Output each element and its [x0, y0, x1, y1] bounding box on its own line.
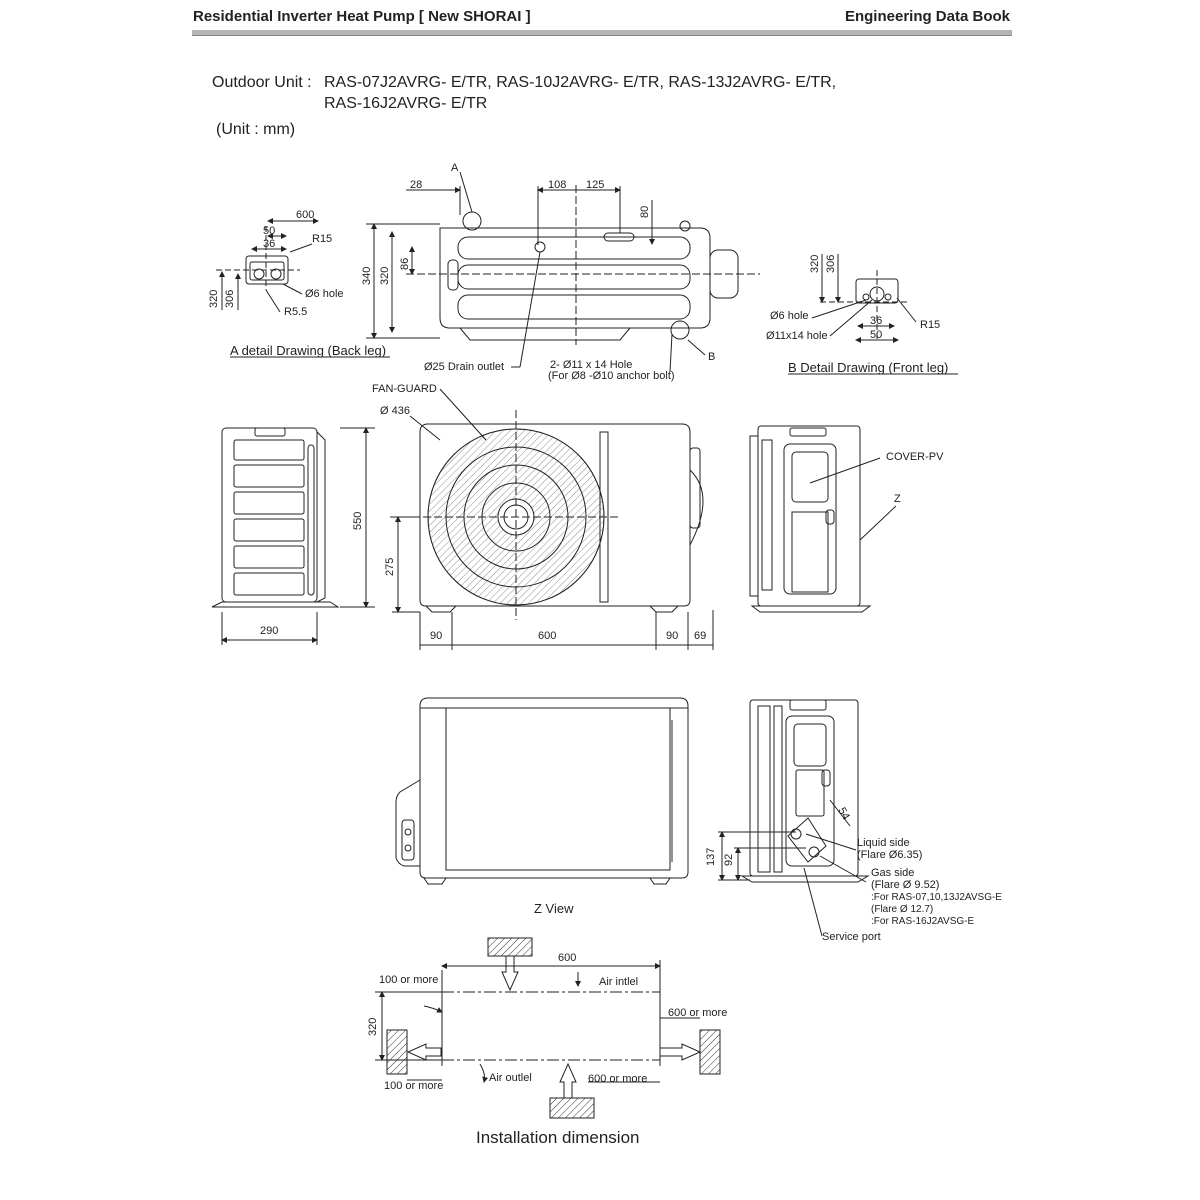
installation-diagram [375, 937, 721, 1119]
page-header: Residential Inverter Heat Pump [ New SHO… [0, 0, 1200, 40]
anchor-bolt-label: (For Ø8 -Ø10 anchor bolt) [548, 370, 675, 382]
dim-137: 137 [705, 848, 717, 866]
dim-90-right: 90 [666, 630, 678, 642]
detail-b-r15: R15 [920, 319, 940, 331]
detail-b-labels: 320 306 Ø6 hole Ø11x14 hole 36 50 R15 B … [766, 255, 948, 375]
top-dim-28: 28 [410, 179, 422, 191]
installation-labels: 600 320 100 or more 100 or more Air intl… [367, 952, 727, 1147]
dim-69: 69 [694, 630, 706, 642]
detail-b-caption: B Detail Drawing (Front leg) [788, 360, 948, 375]
outdoor-unit-label: Outdoor Unit : [212, 74, 312, 91]
header-rule [192, 30, 1012, 35]
dim-92: 92 [723, 854, 735, 866]
detail-b-drawing [788, 254, 958, 375]
cover-pv-label: COVER-PV [886, 451, 944, 463]
callout-b: B [708, 351, 715, 363]
z-view-caption: Z View [534, 901, 574, 916]
install-dim-600: 600 [558, 952, 576, 964]
top-dim-108: 108 [548, 179, 566, 191]
front-view-labels: FAN-GUARD Ø 436 550 275 290 90 600 90 69 [260, 383, 706, 642]
detail-a-hole: Ø6 hole [305, 288, 344, 300]
detail-b-dim-320: 320 [809, 255, 821, 273]
detail-b-hole11: Ø11x14 hole [766, 330, 828, 342]
dim-54: 54 [835, 806, 852, 823]
dim-600: 600 [538, 630, 556, 642]
drain-outlet-label: Ø25 Drain outlet [424, 361, 504, 373]
unit-label: (Unit : mm) [216, 121, 296, 138]
z-view-labels: Z View 54 137 92 Liquid side (Flare Ø6.3… [534, 806, 1002, 944]
top-dim-125: 125 [586, 179, 604, 191]
installation-caption: Installation dimension [476, 1128, 639, 1147]
liquid-side-label: Liquid side [857, 837, 910, 849]
back-view [395, 697, 689, 885]
right-side-labels: COVER-PV Z [886, 451, 944, 505]
install-right-bottom: 600 or more [588, 1073, 647, 1085]
gas-flare-large-label: (Flare Ø 12.7) [871, 904, 933, 915]
top-view-labels: A B 28 108 125 80 340 320 86 Ø25 Drain o… [361, 162, 715, 382]
models-line-1: RAS-07J2AVRG- E/TR, RAS-10J2AVRG- E/TR, … [324, 74, 837, 91]
gas-models-label: :For RAS-07,10,13J2AVSG-E [871, 892, 1002, 903]
install-left-bottom: 100 or more [384, 1080, 443, 1092]
detail-a-dim-36: 36 [263, 238, 275, 250]
install-left-top: 100 or more [379, 974, 438, 986]
install-dim-320: 320 [367, 1018, 379, 1036]
detail-b-dim-36: 36 [870, 315, 882, 327]
left-side-view [211, 427, 375, 645]
detail-b-dim-306: 306 [825, 255, 837, 273]
anchor-hole-label: 2- Ø11 x 14 Hole [550, 359, 632, 371]
callout-a: A [451, 162, 459, 174]
install-right-top: 600 or more [668, 1007, 727, 1019]
top-dim-340: 340 [361, 267, 373, 285]
fan-guard-label: FAN-GUARD [372, 383, 437, 395]
liquid-flare-label: (Flare Ø6.35) [857, 849, 922, 861]
header-right-title: Engineering Data Book [844, 8, 1010, 25]
dim-275: 275 [384, 558, 396, 576]
detail-a-labels: 600 50 36 R15 320 306 Ø6 hole R5.5 A det… [208, 209, 386, 358]
header-rule-line [192, 35, 1012, 36]
right-side-view [749, 425, 897, 613]
z-side-view [718, 699, 870, 937]
air-outlet-label: Air outlel [489, 1072, 532, 1084]
z-label: Z [894, 493, 901, 505]
front-view [390, 388, 714, 650]
detail-a-r55: R5.5 [284, 306, 307, 318]
gas-models-large-label: :For RAS-16J2AVSG-E [871, 916, 975, 927]
dim-290: 290 [260, 625, 278, 637]
header-left-title: Residential Inverter Heat Pump [ New SHO… [193, 8, 531, 25]
detail-a-caption: A detail Drawing (Back leg) [230, 343, 386, 358]
detail-a-dim-320: 320 [208, 290, 220, 308]
detail-a-dim-306: 306 [224, 290, 236, 308]
service-port-label: Service port [822, 931, 881, 943]
dim-550: 550 [352, 512, 364, 530]
fan-diameter-label: Ø 436 [380, 405, 410, 417]
detail-b-dim-50: 50 [870, 329, 882, 341]
top-dim-320: 320 [379, 267, 391, 285]
top-dim-86: 86 [399, 258, 411, 270]
detail-a-dim-50: 50 [263, 225, 275, 237]
models-line-2: RAS-16J2AVRG- E/TR [324, 95, 488, 112]
detail-a-drawing [216, 218, 390, 358]
gas-flare-label: (Flare Ø 9.52) [871, 879, 939, 891]
detail-b-hole6: Ø6 hole [770, 310, 809, 322]
gas-side-label: Gas side [871, 867, 914, 879]
detail-a-r15: R15 [312, 233, 332, 245]
detail-a-dim-600: 600 [296, 209, 314, 221]
top-view-drawing [366, 171, 760, 373]
model-heading: Outdoor Unit : RAS-07J2AVRG- E/TR, RAS-1… [212, 72, 836, 114]
air-inlet-label: Air intlel [599, 976, 638, 988]
top-dim-80: 80 [639, 206, 651, 218]
dim-90-left: 90 [430, 630, 442, 642]
